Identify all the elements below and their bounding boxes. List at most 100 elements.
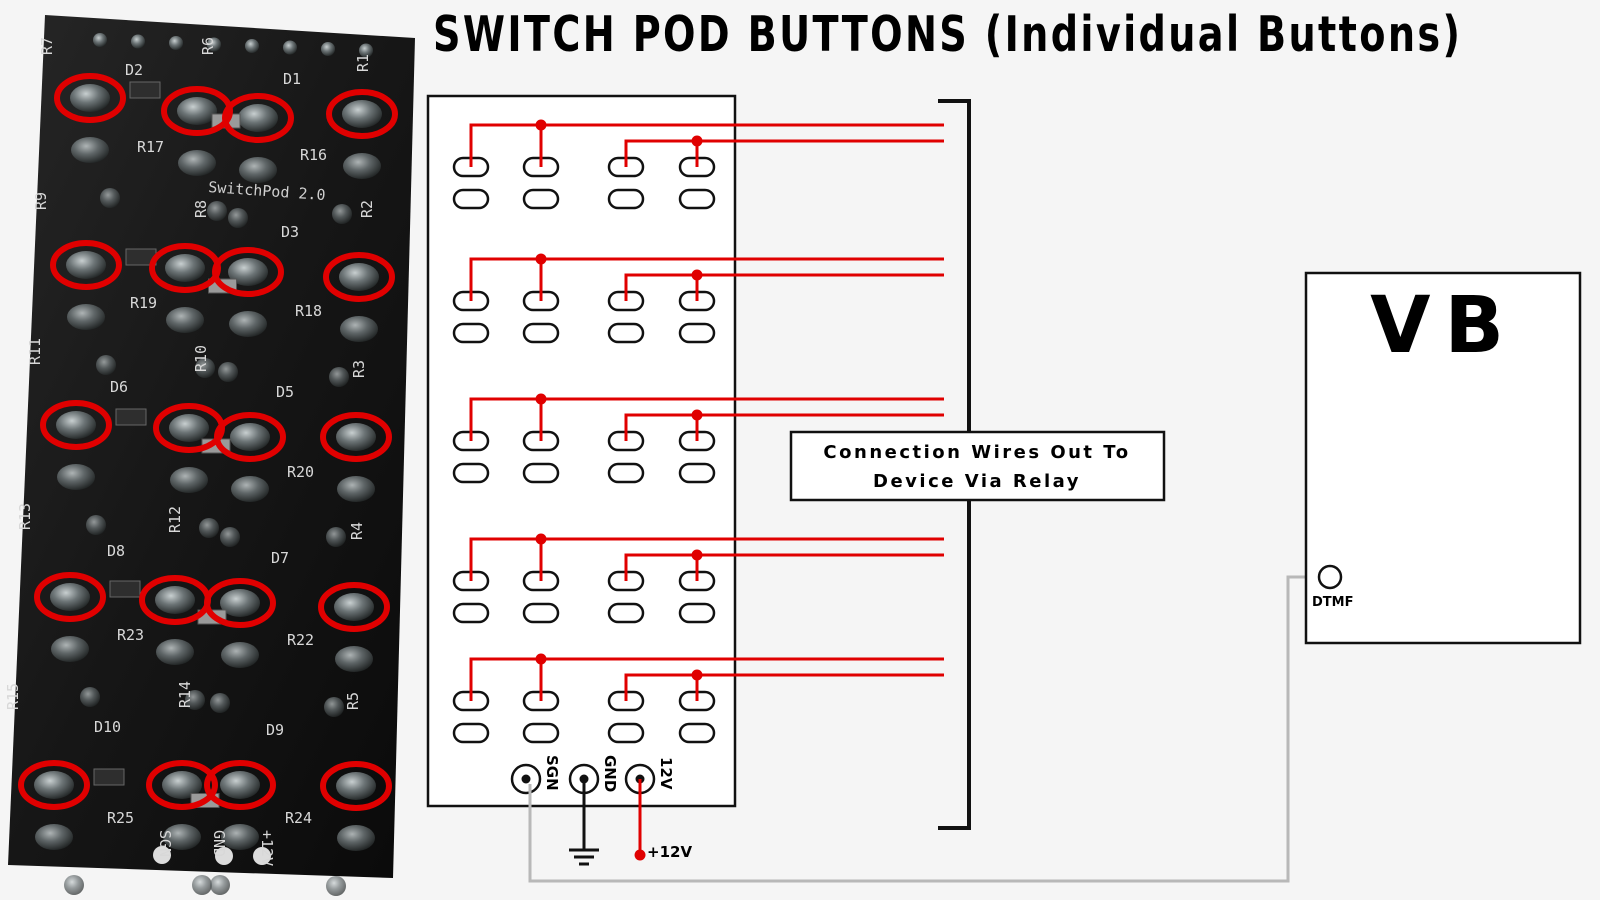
solder-pad — [220, 771, 260, 799]
pcb-silk-label: D6 — [110, 378, 128, 396]
highlight-circle — [212, 247, 284, 297]
solder-pad — [169, 414, 209, 442]
diode-component — [129, 81, 161, 99]
button-row — [452, 119, 944, 210]
solder-pad — [80, 687, 100, 707]
solder-pad — [239, 157, 277, 183]
solder-pad — [195, 358, 215, 378]
pcb-silk-label: R15 — [4, 683, 22, 710]
pcb-highlight-circles — [18, 73, 398, 811]
red-wire-a — [469, 397, 944, 441]
connector-sgn — [510, 763, 542, 795]
solder-pad — [166, 307, 204, 333]
diode-component — [93, 768, 125, 786]
junction-dot — [535, 653, 547, 665]
highlight-circle — [34, 572, 106, 622]
solder-pad — [156, 639, 194, 665]
header-pin — [283, 40, 297, 55]
button-contact-bottom — [522, 602, 560, 624]
button-contact-bottom — [452, 188, 490, 210]
solder-pad — [218, 362, 238, 382]
junction-dot — [535, 253, 547, 265]
button-contact-bottom — [452, 322, 490, 344]
pcb-silk-label: D2 — [125, 61, 143, 79]
pcb-silk-label: R24 — [285, 809, 312, 827]
solder-pad — [337, 825, 375, 851]
callout-line-2: Device Via Relay — [873, 471, 1081, 492]
pcb-silk-label: R22 — [287, 631, 314, 649]
solder-pad — [220, 527, 240, 547]
solder-pad — [342, 100, 382, 128]
solder-pad — [177, 97, 217, 125]
pcb-silk-label: R25 — [107, 809, 134, 827]
pcb-silk-label: R11 — [26, 338, 44, 365]
solder-pad — [329, 367, 349, 387]
button-contact-bottom — [678, 322, 716, 344]
solder-pad — [71, 137, 109, 163]
diode-component — [109, 580, 141, 598]
solder-pad — [70, 84, 110, 112]
pcb-silk-label: R14 — [176, 681, 194, 708]
red-wire-a — [469, 257, 944, 301]
dtmf-jack — [1317, 564, 1343, 590]
highlight-circle — [318, 582, 390, 632]
solder-pad — [155, 586, 195, 614]
connector-label-gnd: GND — [601, 755, 619, 792]
pcb-silk-label: R1 — [354, 54, 372, 72]
solder-pad — [199, 518, 219, 538]
button-contact-bottom — [678, 722, 716, 744]
callout-line-1: Connection Wires Out To — [823, 442, 1130, 463]
button-contact-bottom — [607, 188, 645, 210]
junction-dot — [691, 269, 703, 281]
button-contact-bottom — [607, 602, 645, 624]
pcb-silk-label: R7 — [38, 37, 56, 55]
solder-pad — [326, 527, 346, 547]
solder-pad — [335, 646, 373, 672]
diagram-title: SWITCH POD BUTTONS (Individual Buttons) — [433, 6, 1463, 63]
solder-pad — [334, 593, 374, 621]
pcb-silk-label: R16 — [300, 146, 327, 164]
header-pin — [207, 37, 221, 52]
vb-box — [1304, 271, 1582, 645]
solder-pad — [162, 771, 202, 799]
pcb-silk-label: D9 — [266, 721, 284, 739]
solder-pad — [230, 423, 270, 451]
solder-pad — [185, 690, 205, 710]
wire-stub — [215, 847, 233, 865]
pcb-silk-label: D1 — [283, 70, 301, 88]
pcb-silk-label: R8 — [192, 200, 210, 218]
solder-pad — [343, 153, 381, 179]
solder-pad — [170, 467, 208, 493]
solder-pad — [231, 476, 269, 502]
solder-pad — [210, 693, 230, 713]
pcb-silk-label: R6 — [199, 37, 217, 55]
solder-pad — [57, 464, 95, 490]
red-wire-b — [624, 553, 944, 581]
highlight-circle — [320, 412, 392, 462]
solder-pad — [165, 254, 205, 282]
junction-dot — [535, 119, 547, 131]
solder-pad — [238, 104, 278, 132]
pcb-silk-label: SGN — [156, 830, 174, 857]
button-contact-bottom — [607, 722, 645, 744]
solder-pad — [228, 258, 268, 286]
solder-pad — [178, 150, 216, 176]
vb-label: VB — [1370, 281, 1518, 371]
pcb-silk-label: R17 — [137, 138, 164, 156]
pcb-silk-label: D8 — [107, 542, 125, 560]
solder-pad — [100, 188, 120, 208]
connector-label-sgn: SGN — [543, 755, 561, 791]
solder-pad — [324, 697, 344, 717]
highlight-circle — [18, 760, 90, 810]
supply-label: +12V — [647, 843, 692, 861]
solder-pad — [220, 589, 260, 617]
signal-wire — [528, 575, 1330, 883]
callout-box — [789, 430, 1166, 502]
solder-pad — [210, 875, 230, 895]
highlight-circle — [54, 73, 126, 123]
wire-stub — [253, 847, 271, 865]
junction-dot — [691, 409, 703, 421]
pcb-silk-label: GND — [210, 830, 228, 857]
red-wire-b — [624, 673, 944, 701]
